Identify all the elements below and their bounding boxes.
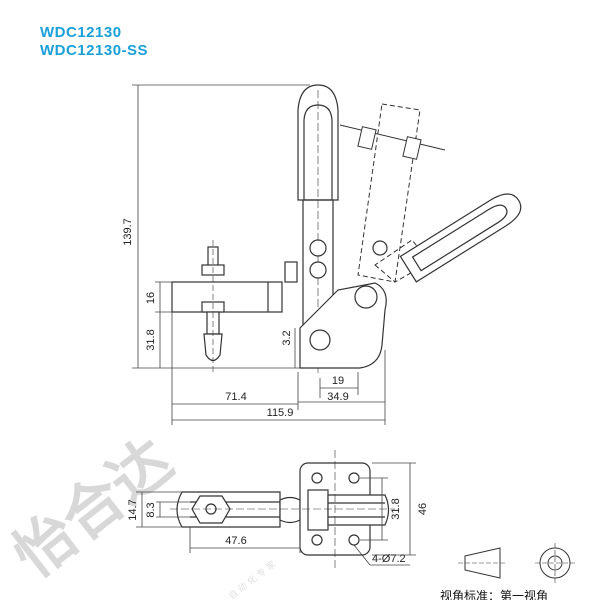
mount-hole-2	[348, 472, 360, 484]
handle-inner	[303, 104, 333, 201]
ghost-spindle	[339, 124, 446, 160]
top-view	[170, 450, 395, 570]
pivot-hole-middle	[309, 261, 327, 279]
handle-grip	[297, 84, 339, 201]
pivot-hole-upper	[309, 239, 327, 257]
side-view-dimensions	[132, 84, 386, 425]
dim-base-length: 34.9	[327, 391, 348, 403]
link	[279, 496, 301, 524]
mount-hole-1	[311, 472, 323, 484]
handle-joint	[372, 240, 388, 256]
angled-handle	[399, 193, 522, 283]
dim-hole-pitch: 31.8	[390, 498, 402, 519]
mount-hole-4	[348, 534, 360, 546]
side-view	[171, 84, 522, 375]
hex-nut	[191, 495, 231, 524]
projection-symbol	[458, 543, 575, 583]
dim-overall-length: 115.9	[267, 407, 294, 419]
arm-top-view	[307, 489, 329, 531]
bump	[284, 261, 298, 283]
base-block	[171, 281, 283, 313]
dim-bar-width-inner: 8.3	[145, 502, 157, 517]
model-number-primary: WDC12130	[40, 24, 122, 41]
pivot-lower-redraw	[309, 329, 331, 351]
dim-bar-length: 47.6	[225, 535, 246, 547]
dim-spindle-reach: 71.4	[225, 391, 246, 403]
dim-hole-spacing: 19	[332, 375, 344, 387]
dim-mount-holes: 4-Ø7.2	[372, 553, 406, 565]
dim-arm-height: 31.8	[145, 329, 157, 350]
handle-top-view	[327, 494, 390, 526]
watermark-main: 怡合达	[1, 426, 186, 592]
dim-bar-width-outer: 14.7	[127, 499, 139, 520]
mount-hole-3	[311, 534, 323, 546]
projection-caption: 视角标准：第一视角	[440, 588, 548, 600]
dim-base-width: 46	[417, 503, 429, 515]
top-view-dimensions	[136, 462, 416, 566]
projection-cone	[464, 547, 501, 579]
model-number-stainless: WDC12130-SS	[40, 42, 149, 59]
spindle-tip	[203, 333, 223, 362]
projection-circle-inner	[547, 555, 563, 571]
dim-overall-height: 139.7	[122, 218, 134, 246]
dim-base-block-height: 16	[145, 292, 157, 304]
pivot-hole-link	[354, 285, 378, 309]
dim-offset: 3.2	[281, 330, 293, 345]
watermark-sub: 自 动 化 专 家	[226, 558, 278, 600]
